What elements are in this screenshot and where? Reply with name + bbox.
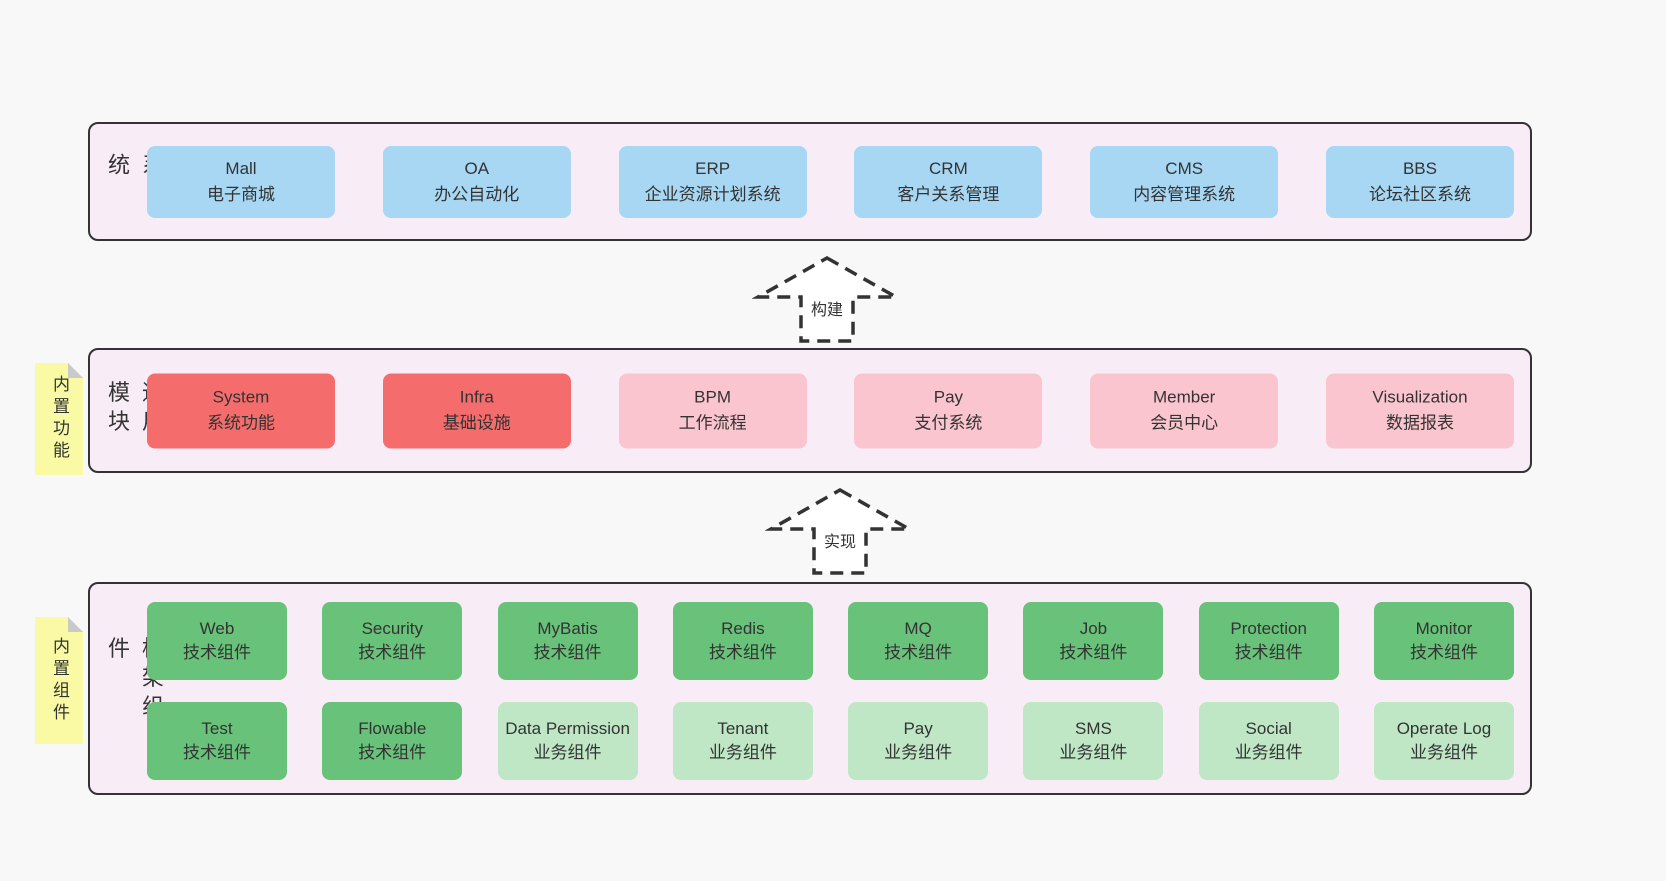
box-name: Web: [199, 619, 235, 638]
box-name: Tenant: [717, 719, 769, 738]
box-name: Operate Log: [1396, 719, 1492, 738]
box-desc: 技术组件: [183, 743, 251, 762]
box-name: Job: [1079, 619, 1108, 638]
box-tenant: Tenant 业务组件: [672, 702, 813, 780]
panel-business-systems: 业务系统 Mall 电子商城 OA 办公自动化 ERP 企业资源计划系统 CRM…: [88, 122, 1532, 241]
box-security: Security 技术组件: [322, 602, 463, 680]
box-mybatis: MyBatis 技术组件: [497, 602, 638, 680]
box-desc: 技术组件: [1409, 643, 1478, 662]
box-member: Member 会员中心: [1090, 373, 1279, 448]
box-name: System: [212, 387, 270, 407]
box-desc: 工作流程: [678, 413, 747, 433]
box-name: Infra: [459, 387, 494, 407]
box-name: CMS: [1165, 158, 1204, 178]
box-job: Job 技术组件: [1023, 602, 1164, 680]
box-desc: 企业资源计划系统: [644, 184, 781, 204]
box-desc: 业务组件: [884, 743, 953, 762]
box-desc: 支付系统: [914, 413, 983, 433]
box-name: Member: [1153, 387, 1216, 407]
box-crm: CRM 客户关系管理: [854, 145, 1043, 218]
box-name: OA: [464, 158, 490, 178]
box-name: Pay: [903, 719, 933, 738]
box-name: Redis: [721, 619, 765, 638]
arrow-build: 构建: [751, 255, 903, 345]
business-box-row: Mall 电子商城 OA 办公自动化 ERP 企业资源计划系统 CRM 客户关系…: [147, 145, 1514, 218]
box-name: Security: [361, 619, 423, 638]
box-operate-log: Operate Log 业务组件: [1373, 702, 1514, 780]
box-desc: 业务组件: [1059, 743, 1128, 762]
box-name: Pay: [933, 387, 964, 407]
box-name: Mall: [225, 158, 257, 178]
box-desc: 数据报表: [1385, 413, 1454, 433]
box-oa: OA 办公自动化: [382, 145, 571, 218]
box-data-permission: Data Permission 业务组件: [497, 702, 638, 780]
box-name: Test: [201, 719, 233, 738]
box-desc: 电子商城: [207, 184, 275, 204]
sticky-note-builtin-features: 内置功能: [35, 363, 83, 475]
box-desc: 技术组件: [1059, 643, 1128, 662]
box-desc: 技术组件: [533, 643, 602, 662]
box-social: Social 业务组件: [1198, 702, 1339, 780]
box-desc: 技术组件: [1234, 643, 1303, 662]
box-desc: 内容管理系统: [1133, 184, 1236, 204]
box-desc: 办公自动化: [434, 184, 520, 204]
box-desc: 客户关系管理: [897, 184, 1000, 204]
box-name: BBS: [1402, 158, 1437, 178]
box-name: Flowable: [358, 719, 427, 738]
box-mall: Mall 电子商城: [147, 145, 335, 218]
box-name: Social: [1245, 719, 1292, 738]
box-desc: 业务组件: [1234, 743, 1303, 762]
box-bpm: BPM 工作流程: [618, 373, 807, 448]
box-pay-component: Pay 业务组件: [848, 702, 989, 780]
box-desc: 基础设施: [442, 413, 511, 433]
box-system: System 系统功能: [147, 373, 335, 448]
panel-common-modules: 通用模块 System 系统功能 Infra 基础设施 BPM 工作流程 Pay…: [88, 348, 1532, 473]
box-name: SMS: [1074, 719, 1112, 738]
box-mq: MQ 技术组件: [848, 602, 989, 680]
box-bbs: BBS 论坛社区系统: [1325, 145, 1514, 218]
box-name: Monitor: [1415, 619, 1473, 638]
box-desc: 技术组件: [884, 643, 953, 662]
box-desc: 技术组件: [358, 643, 427, 662]
arrow-implement-label: 实现: [820, 527, 860, 553]
box-test: Test 技术组件: [147, 702, 287, 780]
box-name: ERP: [695, 158, 731, 178]
box-pay-system: Pay 支付系统: [854, 373, 1043, 448]
box-desc: 业务组件: [708, 743, 777, 762]
box-desc: 技术组件: [708, 643, 777, 662]
box-desc: 论坛社区系统: [1368, 184, 1471, 204]
box-cms: CMS 内容管理系统: [1090, 145, 1279, 218]
arrow-implement: 实现: [764, 487, 916, 577]
box-name: Protection: [1230, 619, 1307, 638]
box-flowable: Flowable 技术组件: [322, 702, 463, 780]
box-name: BPM: [694, 387, 732, 407]
box-visualization: Visualization 数据报表: [1325, 373, 1514, 448]
box-redis: Redis 技术组件: [672, 602, 813, 680]
box-name: Data Permission: [505, 719, 630, 738]
modules-box-row: System 系统功能 Infra 基础设施 BPM 工作流程 Pay 支付系统…: [147, 373, 1514, 448]
sticky-note-text: 内置组件: [50, 636, 69, 725]
sticky-note-text: 内置功能: [50, 375, 69, 463]
box-sms: SMS 业务组件: [1023, 702, 1164, 780]
box-protection: Protection 技术组件: [1198, 602, 1339, 680]
box-infra: Infra 基础设施: [382, 373, 571, 448]
box-name: MyBatis: [537, 619, 598, 638]
box-name: CRM: [929, 158, 968, 178]
panel-framework-components: 框架组件 Web 技术组件 Security 技术组件 MyBatis 技术组件…: [88, 582, 1532, 795]
box-desc: 会员中心: [1150, 413, 1219, 433]
box-name: Visualization: [1372, 387, 1468, 407]
box-web: Web 技术组件: [147, 602, 287, 680]
arrow-build-label: 构建: [807, 295, 847, 321]
box-desc: 业务组件: [533, 743, 602, 762]
box-monitor: Monitor 技术组件: [1373, 602, 1514, 680]
box-name: MQ: [904, 619, 932, 638]
components-row-1: Web 技术组件 Security 技术组件 MyBatis 技术组件 Redi…: [147, 602, 1514, 680]
box-desc: 技术组件: [183, 643, 251, 662]
sticky-note-builtin-components: 内置组件: [35, 617, 83, 744]
box-desc: 技术组件: [358, 743, 427, 762]
box-desc: 系统功能: [207, 413, 275, 433]
components-row-2: Test 技术组件 Flowable 技术组件 Data Permission …: [147, 702, 1514, 780]
box-erp: ERP 企业资源计划系统: [618, 145, 807, 218]
box-desc: 业务组件: [1409, 743, 1478, 762]
